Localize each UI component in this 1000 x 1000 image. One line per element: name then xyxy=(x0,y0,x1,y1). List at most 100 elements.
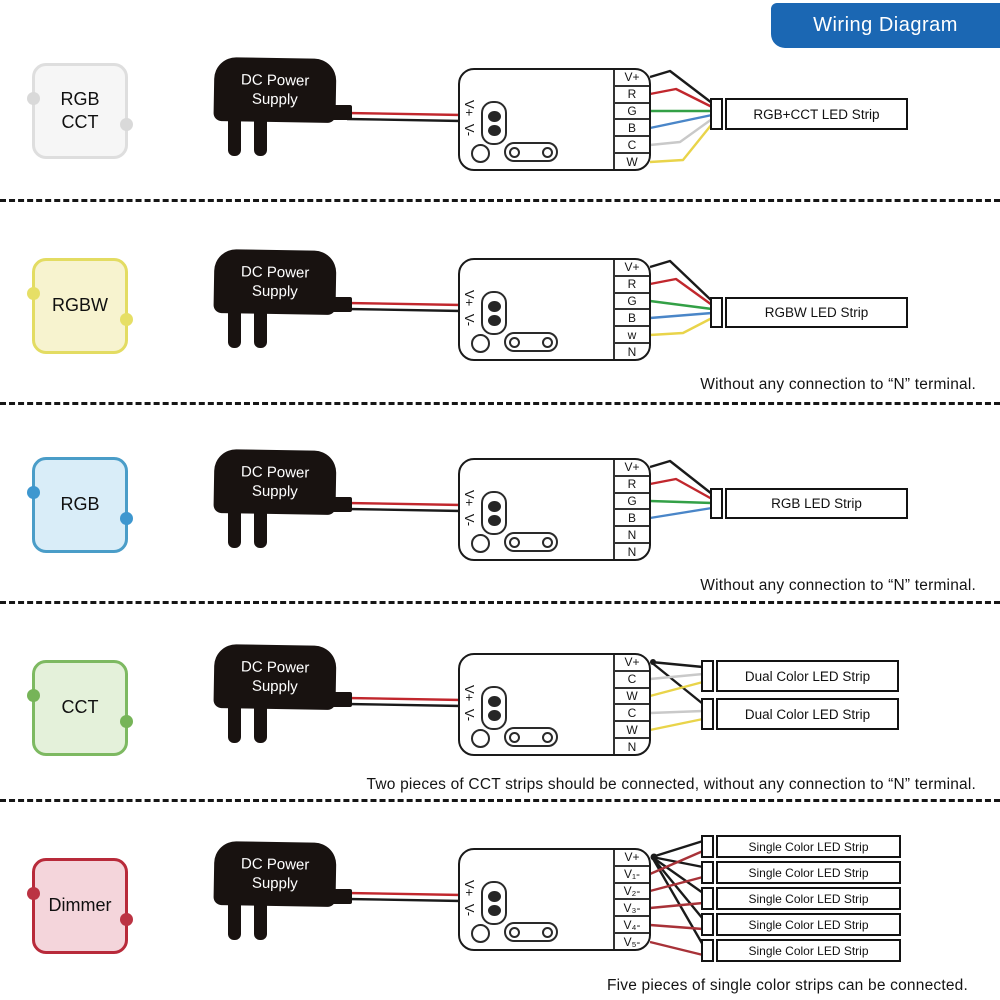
strip-connector xyxy=(701,698,714,730)
terminal: B xyxy=(615,118,649,135)
vplus-label: V+ xyxy=(462,685,477,702)
connector-slot xyxy=(504,922,558,942)
psu-prong xyxy=(228,705,241,743)
led-controller: V+ V- V+ R G B N N xyxy=(458,458,651,561)
note-rgb: Without any connection to “N” terminal. xyxy=(700,577,976,594)
terminal: w xyxy=(615,325,649,342)
terminal: C xyxy=(615,135,649,152)
section-divider xyxy=(0,601,1000,604)
led-strip-single-4: Single Color LED Strip xyxy=(701,913,901,936)
wire-w-2 xyxy=(649,316,713,337)
terminal: V₄- xyxy=(615,915,649,932)
strip-label: Single Color LED Strip xyxy=(748,891,869,906)
psu-prong xyxy=(254,118,267,156)
led-strip-rgbcct: RGB+CCT LED Strip xyxy=(710,98,908,130)
strip-connector xyxy=(710,488,723,519)
terminal-block: V+ C W C W N xyxy=(613,655,649,754)
terminal: V+ xyxy=(624,460,640,475)
wire-w-1 xyxy=(649,123,713,164)
vminus-label: V- xyxy=(462,708,477,722)
terminal: N xyxy=(615,542,649,559)
badge-label: RGB xyxy=(60,494,100,515)
wire-r-2 xyxy=(649,277,713,306)
wire-v4-5 xyxy=(649,923,704,931)
page-title: Wiring Diagram xyxy=(771,3,1000,48)
terminal: N xyxy=(615,525,649,542)
wire-psu-black-3 xyxy=(346,507,463,513)
led-controller: V+ V- V+ V₁- V₂- V₃- V₄- V₅- xyxy=(458,848,651,951)
terminal: V₁- xyxy=(615,864,649,882)
terminal-block: V+ V₁- V₂- V₃- V₄- V₅- xyxy=(613,850,649,949)
vplus-label: V+ xyxy=(462,290,477,307)
terminal: R xyxy=(615,474,649,492)
wire-g-3 xyxy=(649,499,713,505)
badge-nub-icon xyxy=(120,313,133,326)
led-strip-rgbw: RGBW LED Strip xyxy=(710,297,908,328)
terminal-block: V+ R G B w N xyxy=(613,260,649,359)
wire-psu-red-5 xyxy=(346,891,463,897)
badge-label: Dimmer xyxy=(48,895,112,916)
wire-psu-red-3 xyxy=(346,501,463,507)
wire-v2-5 xyxy=(649,875,704,893)
psu-body: DC Power Supply xyxy=(213,56,337,124)
psu-label: DC Power xyxy=(240,262,310,282)
led-controller: V+ V- V+ R G B C W xyxy=(458,68,651,171)
controller-input-labels: V+ V- xyxy=(461,98,477,140)
wire-vplus-5a xyxy=(651,839,704,859)
badge-label: RGB xyxy=(60,88,100,109)
psu-cord-outlet xyxy=(330,889,352,904)
led-strip-dual-2: Dual Color LED Strip xyxy=(701,698,899,730)
psu-prong xyxy=(228,902,241,940)
terminal: G xyxy=(615,101,649,119)
wire-psu-red-1 xyxy=(346,111,463,117)
dc-power-supply: DC Power Supply xyxy=(213,248,364,355)
wire-vplus-5e xyxy=(650,856,705,946)
terminal: B xyxy=(615,508,649,525)
connector-slot xyxy=(504,727,558,747)
badge-rgb-cct: RGB CCT xyxy=(27,63,133,159)
led-strip-single-2: Single Color LED Strip xyxy=(701,861,901,884)
controller-input-labels: V+ V- xyxy=(461,288,477,330)
wire-psu-black-4 xyxy=(346,702,463,708)
wire-w2-4 xyxy=(649,717,704,732)
wire-r-1 xyxy=(649,87,713,109)
terminal: W xyxy=(615,720,649,737)
wire-c2-4 xyxy=(649,709,704,715)
power-input-terminals xyxy=(481,491,507,535)
strip-connector xyxy=(701,939,714,962)
strip-connector xyxy=(701,887,714,910)
psu-body: DC Power Supply xyxy=(213,448,337,516)
led-strip-single-1: Single Color LED Strip xyxy=(701,835,901,858)
badge-nub-icon xyxy=(27,486,40,499)
terminal: V+ xyxy=(624,655,640,670)
dc-power-supply: DC Power Supply xyxy=(213,448,364,555)
psu-label: DC Power xyxy=(240,70,310,90)
badge-nub-icon xyxy=(27,92,40,105)
wire-b-1 xyxy=(649,113,713,130)
psu-body: DC Power Supply xyxy=(213,643,337,711)
connector-slot xyxy=(504,532,558,552)
psu-prong xyxy=(254,705,267,743)
led-controller: V+ V- V+ C W C W N xyxy=(458,653,651,756)
vminus-label: V- xyxy=(462,903,477,917)
terminal: C xyxy=(615,703,649,720)
psu-label: Supply xyxy=(251,482,298,501)
wire-b-2 xyxy=(649,311,713,320)
terminal: W xyxy=(615,152,649,169)
strip-label: Single Color LED Strip xyxy=(748,865,869,880)
badge-nub-icon xyxy=(120,913,133,926)
connector-slot xyxy=(504,142,558,162)
psu-body: DC Power Supply xyxy=(213,840,337,908)
psu-label: DC Power xyxy=(240,657,310,677)
strip-connector xyxy=(710,98,723,130)
psu-label: Supply xyxy=(251,90,298,109)
vminus-label: V- xyxy=(462,513,477,527)
terminal-block: V+ R G B C W xyxy=(613,70,649,169)
vplus-label: V+ xyxy=(462,100,477,117)
badge-cct: CCT xyxy=(27,660,133,756)
wire-psu-black-1 xyxy=(346,117,463,123)
psu-prong xyxy=(228,510,241,548)
wire-vplus-5d xyxy=(651,856,704,920)
wire-w1-4 xyxy=(649,680,704,698)
wire-vplus-1 xyxy=(649,69,713,104)
